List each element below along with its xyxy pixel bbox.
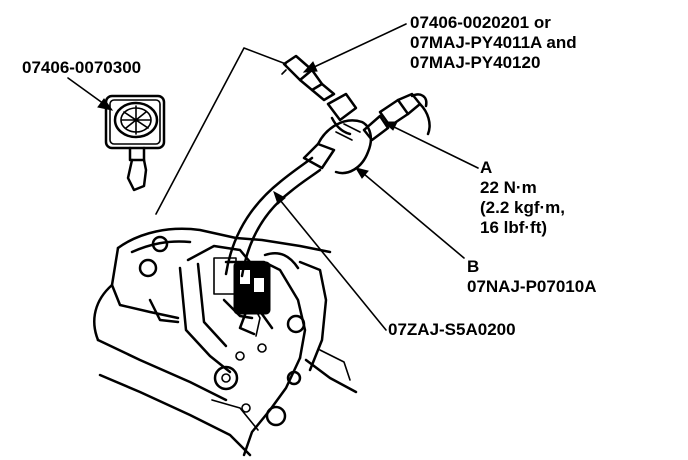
callout-a-letter: A <box>480 158 493 177</box>
adapter-connector <box>281 54 336 102</box>
pressure-hose <box>222 156 322 320</box>
hose-part-number: 07ZAJ-S5A0200 <box>388 320 516 340</box>
adapter-part-numbers: 07406-0020201 or 07MAJ-PY4011A and 07MAJ… <box>410 13 577 73</box>
callout-b-letter: B <box>467 257 480 276</box>
callout-b: B 07NAJ-P07010A <box>467 257 596 297</box>
pressure-adapter-fitting <box>302 92 431 175</box>
adapter-part-line-2: 07MAJ-PY4011A and <box>410 33 577 52</box>
hose-part-number-text: 07ZAJ-S5A0200 <box>388 320 516 339</box>
callout-b-part-number: 07NAJ-P07010A <box>467 277 597 296</box>
callout-a-torque-kgfm: (2.2 kgf·m, <box>480 198 566 217</box>
engine-block-drawing <box>93 227 358 457</box>
callout-a-torque-nm: 22 N·m <box>480 178 537 197</box>
exploded-view-lines <box>155 47 287 215</box>
adapter-part-line-1: 07406-0020201 or <box>410 13 551 32</box>
callout-a: A 22 N·m (2.2 kgf·m, 16 lbf·ft) <box>480 158 565 238</box>
gauge-part-number: 07406-0070300 <box>22 58 141 78</box>
leader-arrows <box>67 23 479 331</box>
callout-a-torque-lbfft: 16 lbf·ft) <box>480 218 548 237</box>
pressure-gauge-drawing <box>104 94 166 192</box>
gauge-part-number-text: 07406-0070300 <box>22 58 142 77</box>
adapter-part-line-3: 07MAJ-PY40120 <box>410 53 541 72</box>
